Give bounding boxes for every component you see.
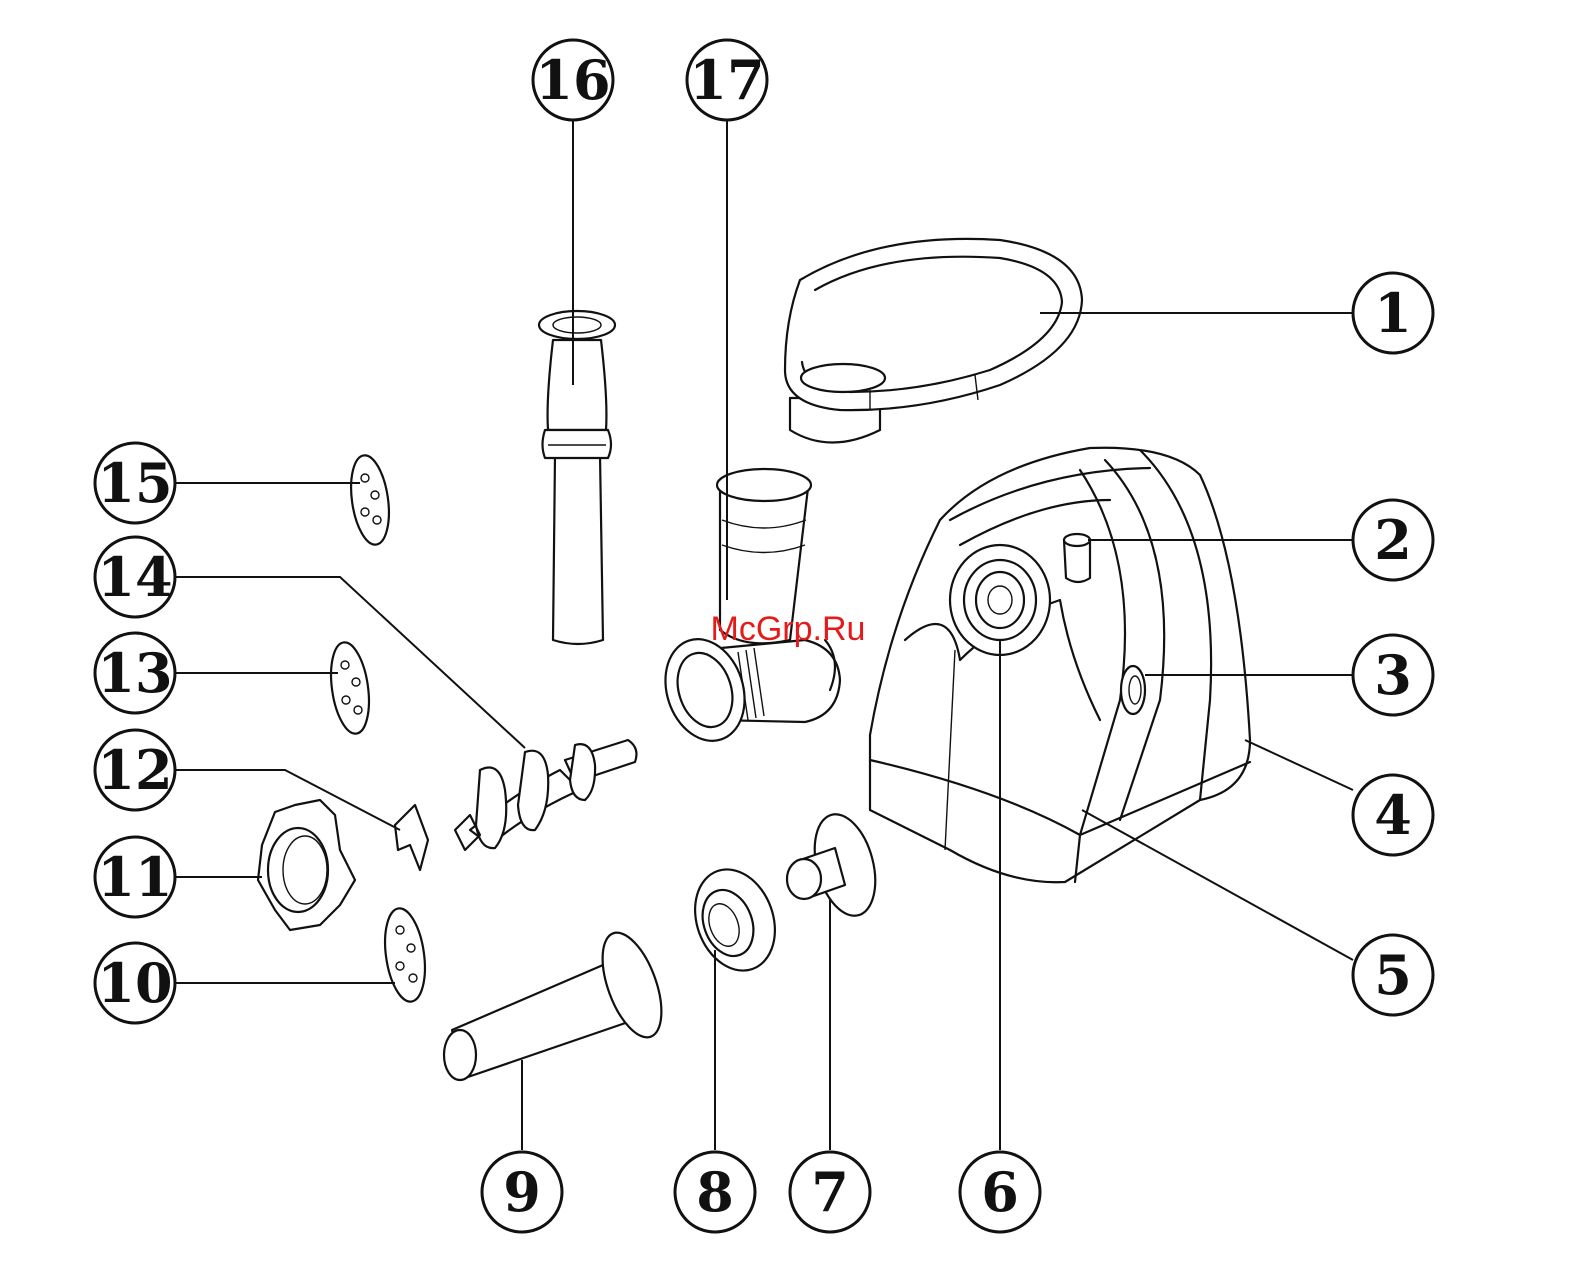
- callout-17: 17: [687, 40, 767, 120]
- callout-15: 15: [95, 443, 175, 523]
- callout-7: 7: [790, 1152, 870, 1232]
- svg-text:10: 10: [97, 951, 172, 1015]
- part-motor-housing: [870, 448, 1250, 883]
- callout-6: 6: [960, 1152, 1040, 1232]
- svg-text:12: 12: [97, 738, 172, 802]
- svg-text:8: 8: [696, 1160, 734, 1224]
- callout-9: 9: [482, 1152, 562, 1232]
- part-ring-nut: [258, 800, 355, 930]
- callout-4: 4: [1353, 775, 1433, 855]
- svg-text:16: 16: [535, 48, 610, 112]
- svg-text:4: 4: [1374, 783, 1412, 847]
- part-food-pusher: [539, 311, 615, 644]
- part-auger: [455, 740, 636, 850]
- svg-text:17: 17: [689, 48, 764, 112]
- svg-text:7: 7: [811, 1160, 849, 1224]
- part-cutting-plate-coarse: [380, 906, 431, 1004]
- svg-text:9: 9: [503, 1160, 541, 1224]
- watermark-text: McGrp.Ru: [711, 610, 866, 648]
- callout-2: 2: [1353, 500, 1433, 580]
- svg-text:13: 13: [97, 641, 172, 705]
- part-cutting-plate-fine: [346, 453, 394, 547]
- callout-12: 12: [95, 730, 175, 810]
- callout-11: 11: [95, 837, 175, 917]
- part-kebbe-cone: [787, 808, 886, 923]
- part-food-tray: [785, 239, 1082, 443]
- svg-text:5: 5: [1374, 943, 1412, 1007]
- callout-16: 16: [533, 40, 613, 120]
- callout-14: 14: [95, 537, 175, 617]
- callout-3: 3: [1353, 635, 1433, 715]
- svg-text:2: 2: [1374, 508, 1412, 572]
- callout-13: 13: [95, 633, 175, 713]
- part-cross-blade: [395, 805, 428, 870]
- callout-8: 8: [675, 1152, 755, 1232]
- part-cutting-plate-medium: [326, 640, 374, 736]
- svg-text:11: 11: [97, 845, 172, 909]
- svg-text:3: 3: [1374, 643, 1412, 707]
- svg-text:6: 6: [981, 1160, 1019, 1224]
- svg-text:1: 1: [1374, 281, 1412, 345]
- part-kebbe-ring: [682, 858, 789, 982]
- callout-10: 10: [95, 943, 175, 1023]
- svg-text:15: 15: [97, 451, 172, 515]
- svg-text:14: 14: [97, 545, 172, 609]
- part-sausage-nozzle: [444, 925, 673, 1080]
- callout-1: 1: [1353, 273, 1433, 353]
- callout-5: 5: [1353, 935, 1433, 1015]
